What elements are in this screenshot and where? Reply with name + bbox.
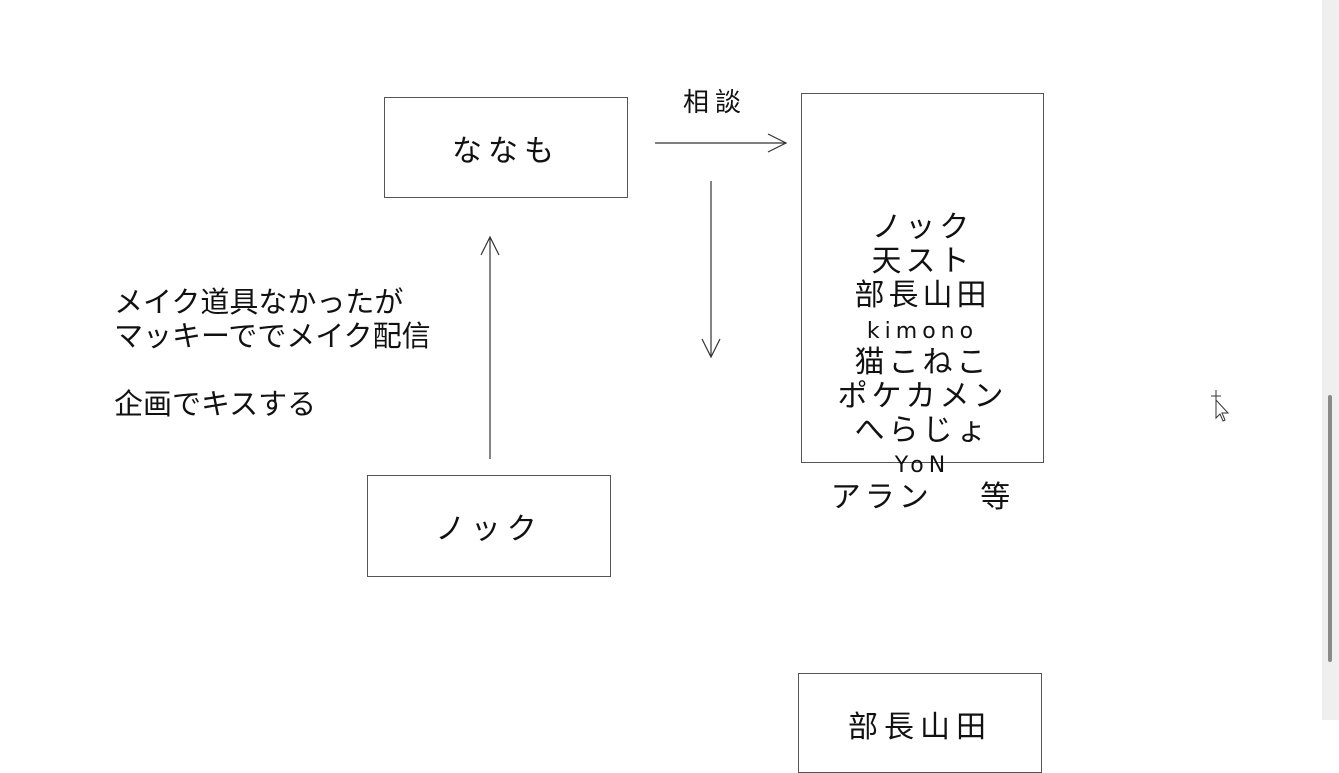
arrow-down [701,181,721,359]
scrollbar-thumb[interactable] [1328,395,1332,662]
node-nanamo: ななも [384,97,628,198]
list-item: kimono [866,319,979,344]
note-line: マッキーででメイク配信 [114,319,431,353]
arrow-up [480,235,500,459]
note-line: 企画でキスする [114,387,317,421]
arrows [480,133,788,459]
list-item: アラン 等 [830,480,1015,515]
list-item: 天スト [871,244,974,279]
scrollbar-track[interactable] [1322,0,1339,720]
list-item: 部長山田 [854,278,991,313]
node-bottom-label: 部長山田 [848,710,992,745]
node-nanamo-label: ななも [452,133,560,169]
note-line: メイク道具なかったが [114,285,404,319]
edge-label-consult: 相談 [683,88,748,118]
node-member-list: ノック 天スト 部長山田 kimono 猫こねこ ポケカメン へらじょ YoN … [801,93,1044,515]
node-knock-label: ノック [435,512,543,547]
cursor-icon [1211,390,1230,422]
node-knock: ノック [367,475,611,577]
arrow-consult [655,133,788,153]
list-item: YoN [894,453,951,478]
list-item: へらじょ [854,413,991,448]
node-bottom: 部長山田 [798,673,1042,773]
list-item: ポケカメン [837,379,1008,414]
list-item: ノック [871,210,974,245]
list-item: 猫こねこ [854,345,991,380]
